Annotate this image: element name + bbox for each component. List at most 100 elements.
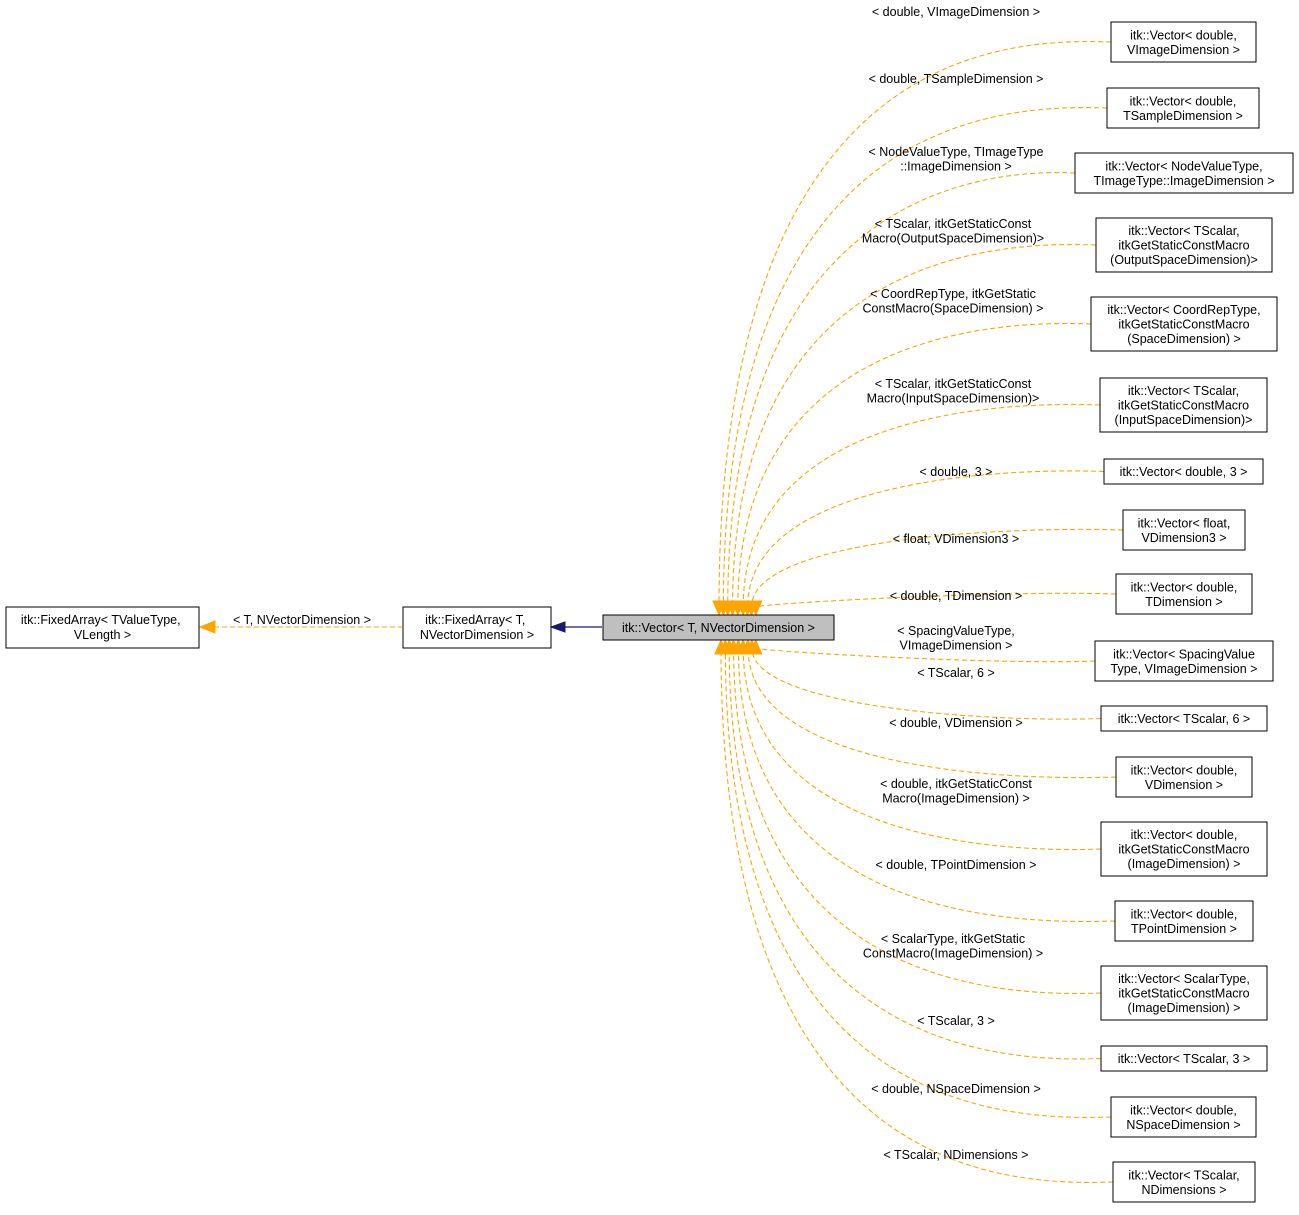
svg-text:itk::Vector< double, 3 >: itk::Vector< double, 3 > [1120,465,1248,479]
edge-template-instantiation [747,470,1105,608]
class-node-vector-instantiation[interactable]: itk::Vector< TScalar,NDimensions > [1112,1161,1256,1203]
node-label-line: VImageDimension > [1127,43,1240,57]
class-node-vector-instantiation[interactable]: itk::Vector< float,VDimension3 > [1122,509,1246,551]
edge-label: < double, VImageDimension > [872,5,1040,19]
edge-label-line: Macro(InputSpaceDimension)> [867,392,1040,406]
class-node-vector-instantiation[interactable]: itk::Vector< double,VImageDimension > [1110,21,1257,63]
svg-text:itk::Vector< double,itkGetStat: itk::Vector< double,itkGetStaticConstMac… [1118,828,1249,871]
edge-template-instantiation [751,647,1102,720]
edge-label: < float, VDimension3 > [893,532,1019,546]
svg-text:itk::Vector< ScalarType,itkGet: itk::Vector< ScalarType,itkGetStaticCons… [1118,972,1250,1015]
node-label-line: (ImageDimension) > [1128,1001,1241,1015]
node-label-line: (SpaceDimension) > [1127,332,1241,346]
node-label-line: itkGetStaticConstMacro [1118,239,1249,253]
node-label-line: itk::Vector< double, [1130,1103,1237,1117]
node-label-line: itk::Vector< TScalar, [1128,384,1239,398]
edge-template-instantiation [727,172,1076,608]
svg-text:itk::Vector< TScalar, 6 >: itk::Vector< TScalar, 6 > [1118,712,1250,726]
edge-label: < T, NVectorDimension > [233,613,371,627]
node-label-line: itk::Vector< double, [1130,94,1237,108]
svg-text:itk::FixedArray< TValueType,: itk::FixedArray< TValueType, VLength > [21,613,184,642]
edge-label-line: < double, itkGetStaticConst [880,777,1032,791]
class-node-vector-instantiation[interactable]: itk::Vector< TScalar, 3 > [1100,1045,1268,1072]
edge-label-line: < T, NVectorDimension > [233,613,371,627]
edge-label: < TScalar, 3 > [917,1014,995,1028]
node-label-line: itk::Vector< TScalar, 3 > [1118,1052,1250,1066]
node-label-line: itk::FixedArray< T, [425,613,525,627]
class-node-vector-instantiation[interactable]: itk::Vector< NodeValueType,TImageType::I… [1074,152,1294,194]
node-label-line: NDimensions > [1141,1183,1226,1197]
edge-label-line: < double, TPointDimension > [876,858,1037,872]
node-label-line: itkGetStaticConstMacro [1118,987,1249,1001]
edge-label-line: < double, VDimension > [889,716,1022,730]
edge-template-instantiation [728,647,1102,1060]
class-node-fixedarray-t[interactable]: itk::FixedArray< T, NVectorDimension > [402,606,552,649]
class-node-vector-instantiation[interactable]: itk::Vector< TScalar,itkGetStaticConstMa… [1099,377,1268,433]
class-node-vector-instantiation[interactable]: itk::Vector< TScalar, 6 > [1100,705,1268,732]
edge-label: < double, VDimension > [889,716,1022,730]
edge-label-line: Macro(OutputSpaceDimension)> [862,232,1044,246]
edge-template-instantiation [737,322,1092,608]
node-label-line: itk::Vector< NodeValueType, [1105,159,1262,173]
edge-label: < TScalar, NDimensions > [884,1148,1029,1162]
class-node-vector-instantiation[interactable]: itk::Vector< double,TSampleDimension > [1106,87,1260,129]
class-node-vector-instantiation[interactable]: itk::Vector< TScalar,itkGetStaticConstMa… [1095,217,1273,273]
edges [198,41,1124,1183]
edge-label: < SpacingValueType,VImageDimension > [897,624,1015,653]
node-label-line: itkGetStaticConstMacro [1118,399,1249,413]
class-node-vector-instantiation[interactable]: itk::Vector< double,VDimension > [1115,756,1253,798]
node-label-line: (InputSpaceDimension)> [1115,413,1253,427]
svg-text:itk::Vector< TScalar, 3 >: itk::Vector< TScalar, 3 > [1118,1052,1250,1066]
svg-text:itk::Vector< double,VImageDime: itk::Vector< double,VImageDimension > [1127,28,1240,57]
svg-text:itk::Vector< double,NSpaceDime: itk::Vector< double,NSpaceDimension > [1126,1103,1240,1132]
svg-text:itk::Vector< double,TDimension: itk::Vector< double,TDimension > [1131,580,1238,609]
node-label-line: itk::Vector< double, 3 > [1120,465,1248,479]
edge-label-line: < TScalar, 6 > [917,666,995,680]
svg-text:itk::Vector< CoordRepType,itkG: itk::Vector< CoordRepType,itkGetStaticCo… [1107,303,1260,346]
node-label-line: itk::FixedArray< TValueType, [21,613,181,627]
edge-label: < NodeValueType, TImageType::ImageDimens… [869,145,1044,174]
edge-label-line: < TScalar, itkGetStaticConst [875,217,1032,231]
node-label-line: itk::Vector< TScalar, [1128,1168,1239,1182]
edge-label-line: < TScalar, itkGetStaticConst [875,377,1032,391]
arrowhead [198,620,216,634]
node-label-line: TPointDimension > [1131,922,1237,936]
svg-text:itk::Vector< SpacingValueType,: itk::Vector< SpacingValueType, VImageDim… [1111,647,1258,676]
class-node-vector-instantiation[interactable]: itk::Vector< double,itkGetStaticConstMac… [1100,821,1268,877]
class-node-vector-instantiation[interactable]: itk::Vector< double, 3 > [1103,458,1264,485]
class-node-vector-instantiation[interactable]: itk::Vector< double,TPointDimension > [1114,900,1254,942]
node-label-line: itk::Vector< TScalar, 6 > [1118,712,1250,726]
edge-label-line: < ScalarType, itkGetStatic [881,932,1025,946]
arrowhead [549,621,566,633]
svg-text:itk::FixedArray< T, NV: itk::FixedArray< T, NVectorDimension > [420,613,534,642]
class-node-vector-instantiation[interactable]: itk::Vector< ScalarType,itkGetStaticCons… [1100,965,1268,1021]
edge-label-line: Macro(ImageDimension) > [882,792,1030,806]
svg-text:itk::Vector< NodeValueType,TIm: itk::Vector< NodeValueType,TImageType::I… [1094,159,1275,188]
node-label-line: TSampleDimension > [1123,109,1243,123]
svg-text:itk::Vector< double,TPointDime: itk::Vector< double,TPointDimension > [1131,907,1238,936]
edge-template-instantiation [718,41,1112,608]
edge-template-instantiation [750,528,1124,608]
node-label-line: itk::Vector< T, NVectorDimension > [622,621,815,635]
edge-template-instantiation [731,243,1097,608]
class-node-vector-instantiation[interactable]: itk::Vector< double,TDimension > [1115,573,1253,615]
edge-label-line: < double, NSpaceDimension > [871,1082,1041,1096]
edge-label-line: < double, TSampleDimension > [869,72,1044,86]
node-label-line: (OutputSpaceDimension)> [1110,253,1258,267]
class-node-vector-instantiation[interactable]: itk::Vector< double,NSpaceDimension > [1110,1096,1257,1138]
class-node-vector-instantiation[interactable]: itk::Vector< CoordRepType,itkGetStaticCo… [1090,296,1278,352]
node-label-line: VLength > [74,628,131,642]
class-node-vector-current[interactable]: itk::Vector< T, NVectorDimension > [602,614,835,641]
node-label-line: itk::Vector< TScalar, [1128,224,1239,238]
edge-label-line: < TScalar, NDimensions > [884,1148,1029,1162]
class-node-fixedarray-generic[interactable]: itk::FixedArray< TValueType, VLength > [5,606,200,649]
edge-template-instantiation [742,647,1102,851]
svg-text:itk::Vector< float,VDimension3: itk::Vector< float,VDimension3 > [1138,516,1231,545]
edge-label: < TScalar, 6 > [917,666,995,680]
node-label-line: itk::Vector< double, [1131,828,1238,842]
node-label-line: VDimension > [1145,778,1223,792]
